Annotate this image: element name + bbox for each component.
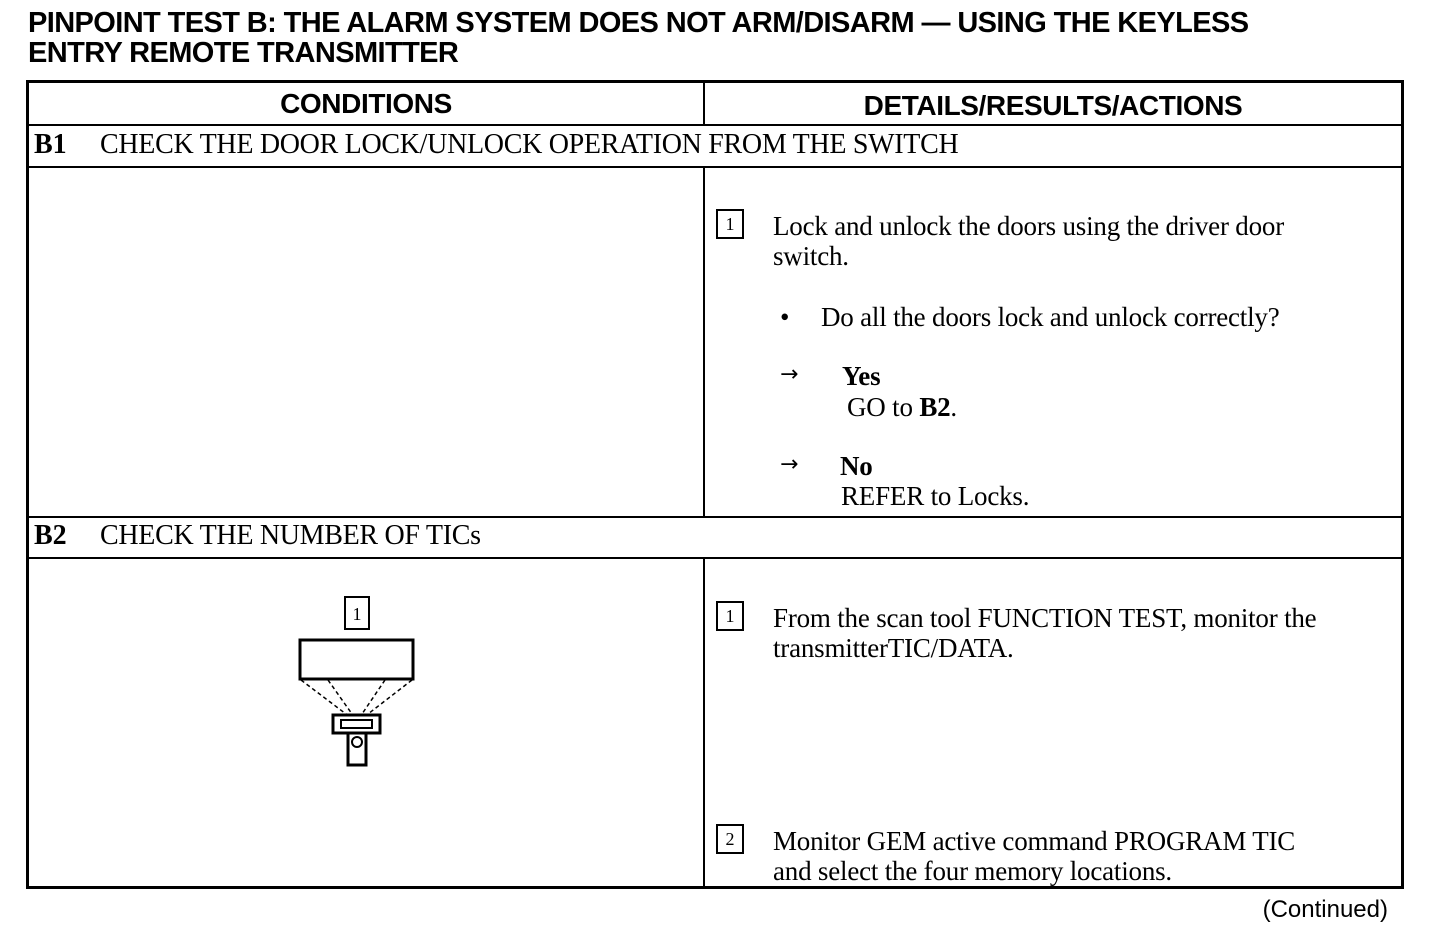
details-header: DETAILS/RESULTS/ACTIONS — [863, 90, 1243, 121]
b2-column-divider — [703, 557, 705, 888]
step-b2-id: B2 — [34, 520, 67, 551]
table-bottom-border — [26, 886, 1404, 889]
b1-step-1-line-1: Lock and unlock the doors using the driv… — [773, 211, 1284, 241]
scan-tool-illustration — [298, 638, 415, 767]
b2-title-bottom-divider — [26, 557, 1404, 559]
b2-step-2-line-2: and select the four memory locations. — [773, 856, 1172, 886]
b2-step-2-line-1: Monitor GEM active command PROGRAM TIC — [773, 826, 1296, 856]
b1-yes-action-period: . — [950, 392, 957, 422]
step-b1-id: B1 — [34, 129, 67, 160]
b2-step-1-text: From the scan tool FUNCTION TEST, monito… — [773, 603, 1398, 663]
b2-step-1-line-2: transmitterTIC/DATA. — [773, 633, 1014, 663]
b1-column-divider — [703, 166, 705, 518]
page-title-line-2: ENTRY REMOTE TRANSMITTER — [28, 37, 459, 69]
b2-title-top-divider — [26, 516, 1404, 518]
b1-no-action: REFER to Locks. — [841, 481, 1030, 511]
table-top-border — [26, 80, 1404, 83]
b1-yes-action-text: GO to — [847, 392, 920, 422]
b1-question-bullet: • — [780, 302, 790, 332]
b2-illustration-number: 1 — [344, 596, 370, 630]
b1-question: Do all the doors lock and unlock correct… — [821, 302, 1280, 332]
b1-step-1-text: Lock and unlock the doors using the driv… — [773, 211, 1393, 271]
b1-step-1-number: 1 — [716, 209, 744, 239]
b1-yes-action-ref: B2 — [919, 392, 951, 422]
step-b1-title: CHECK THE DOOR LOCK/UNLOCK OPERATION FRO… — [100, 129, 959, 160]
b1-yes-action: GO to B2. — [847, 392, 957, 422]
scan-tool-screen — [298, 638, 415, 681]
b1-yes-label: Yes — [842, 361, 881, 391]
b1-yes-arrow-icon: → — [780, 362, 799, 387]
continued-label: (Continued) — [1262, 896, 1388, 923]
step-b2-title: CHECK THE NUMBER OF TICs — [100, 520, 481, 551]
b2-step-1-line-1: From the scan tool FUNCTION TEST, monito… — [773, 603, 1317, 633]
header-divider — [26, 124, 1404, 126]
b1-no-label: No — [840, 451, 873, 481]
table-right-border — [1401, 80, 1404, 889]
b1-step-1-line-2: switch. — [773, 241, 849, 271]
header-column-divider — [703, 80, 705, 126]
b1-no-arrow-icon: → — [780, 452, 799, 477]
b2-step-2-text: Monitor GEM active command PROGRAM TIC a… — [773, 826, 1398, 886]
b2-step-1-number: 1 — [716, 601, 744, 631]
b1-title-divider — [26, 166, 1404, 168]
page-title: PINPOINT TEST B: THE ALARM SYSTEM DOES N… — [28, 8, 1418, 68]
page-title-line-1: PINPOINT TEST B: THE ALARM SYSTEM DOES N… — [28, 7, 1249, 39]
table-left-border — [26, 80, 29, 889]
conditions-header: CONDITIONS — [280, 88, 452, 119]
b2-step-2-number: 2 — [716, 824, 744, 854]
